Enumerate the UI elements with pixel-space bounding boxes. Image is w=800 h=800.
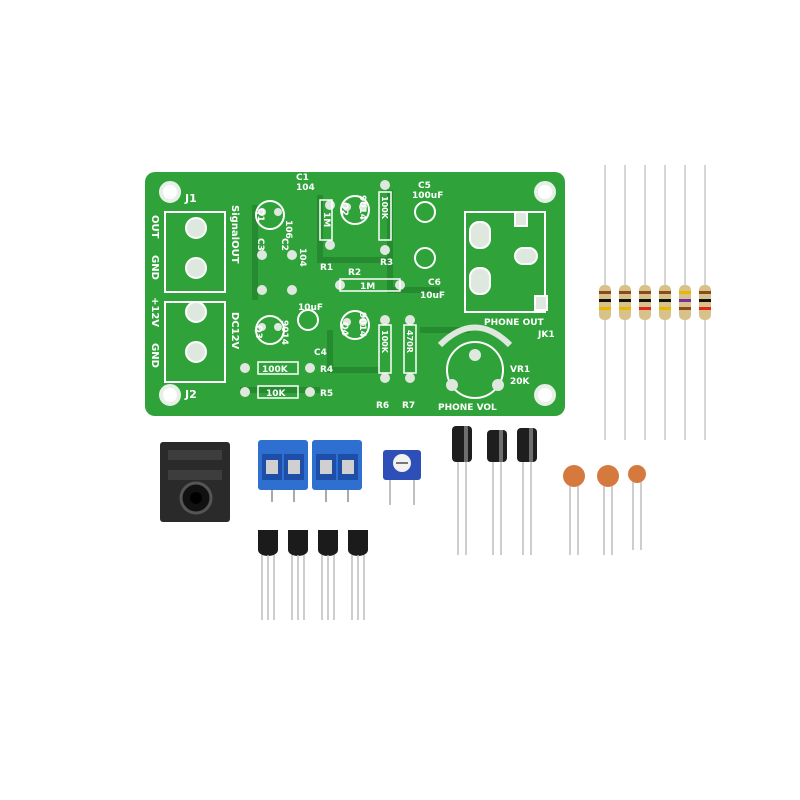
pcb-substrate [145, 172, 565, 416]
label-out: OUT [149, 215, 160, 239]
label-dc12v: DC12V [229, 312, 240, 350]
terminal-block [312, 440, 362, 502]
label-signal-out: SignalOUT [229, 205, 240, 264]
label-9014-a: 9014 [357, 195, 367, 220]
resistor [699, 165, 711, 440]
label-vr1: VR1 [510, 365, 530, 375]
headphone-jack [160, 442, 230, 522]
resistor [659, 165, 671, 440]
electrolytic-capacitors [452, 426, 537, 555]
label-gnd-2: GND [149, 343, 160, 368]
label-r3: R3 [380, 258, 393, 268]
label-9014-b: 9014 [279, 320, 289, 345]
label-c5-value: 100uF [412, 191, 443, 201]
label-c6: C6 [428, 278, 441, 288]
label-r2: R2 [348, 268, 361, 278]
label-r1: R1 [320, 263, 333, 273]
label-plus12v: +12V [149, 297, 160, 327]
label-q3: Q3 [253, 325, 263, 339]
resistors-group [599, 165, 711, 440]
label-c1-value: 104 [296, 183, 315, 193]
capacitor-outlines [297, 201, 436, 331]
label-r7-value: 470R [405, 330, 414, 353]
mounting-holes [159, 181, 556, 406]
phone-jack-outline [464, 211, 546, 313]
label-phone-out: PHONE OUT [484, 318, 545, 328]
label-r2-value: 1M [360, 282, 375, 292]
label-c4: C4 [314, 348, 327, 358]
label-c3-value: 106 [283, 220, 293, 239]
ceramic-capacitor [597, 465, 619, 555]
label-q1: Q1 [255, 208, 265, 222]
transistor [348, 530, 368, 620]
label-gnd-1: GND [149, 255, 160, 280]
trimmer-potentiometer [383, 450, 421, 505]
label-r4: R4 [320, 365, 333, 375]
label-jk1: JK1 [537, 330, 555, 340]
label-c2-value: 104 [297, 248, 307, 267]
resistor [619, 165, 631, 440]
label-r5: R5 [320, 389, 333, 399]
transistors [258, 530, 368, 620]
transistor [258, 530, 278, 620]
potentiometer-pads [446, 349, 504, 391]
label-c6-value: 10uF [420, 291, 445, 301]
label-r4-value: 100K [262, 365, 289, 375]
label-q2: Q2 [339, 202, 349, 216]
resistor [599, 165, 611, 440]
pcb-board: J1 J2 OUT GND +12V GND SignalOUT DC12V C… [145, 172, 565, 416]
terminal-pads [185, 217, 207, 363]
label-c2: C2 [279, 238, 289, 251]
terminal-block [258, 440, 308, 502]
label-c4-value: 10uF [298, 303, 323, 313]
label-phone-vol: PHONE VOL [438, 403, 497, 413]
label-r5-value: 10K [266, 389, 287, 399]
label-vr1-value: 20K [510, 377, 531, 387]
label-r6: R6 [376, 401, 389, 411]
label-r6-value: 100K [380, 330, 389, 354]
transistor [318, 530, 338, 620]
label-r7: R7 [402, 401, 415, 411]
potentiometer-outline [437, 324, 513, 399]
label-r3-value: 100K [380, 196, 389, 220]
electrolytic-capacitor [452, 426, 472, 555]
label-j2: J2 [184, 388, 197, 401]
electrolytic-capacitor [487, 430, 507, 555]
label-q4: Q4 [339, 322, 349, 336]
transistor-outlines [255, 195, 370, 345]
label-c1: C1 [296, 173, 309, 183]
resistor [639, 165, 651, 440]
label-c5: C5 [418, 181, 431, 191]
resistor [679, 165, 691, 440]
resistor-outlines [257, 191, 417, 399]
ceramic-capacitor [628, 465, 646, 550]
ceramic-capacitors [563, 465, 646, 555]
label-9014-c: 9014 [357, 312, 367, 337]
transistor [288, 530, 308, 620]
electrolytic-capacitor [517, 428, 537, 555]
label-j1: J1 [184, 192, 197, 205]
ceramic-capacitor [563, 465, 585, 555]
label-c3: C3 [255, 238, 265, 251]
phone-jack-pads [469, 211, 548, 311]
label-r1-value: 1M [321, 212, 331, 227]
